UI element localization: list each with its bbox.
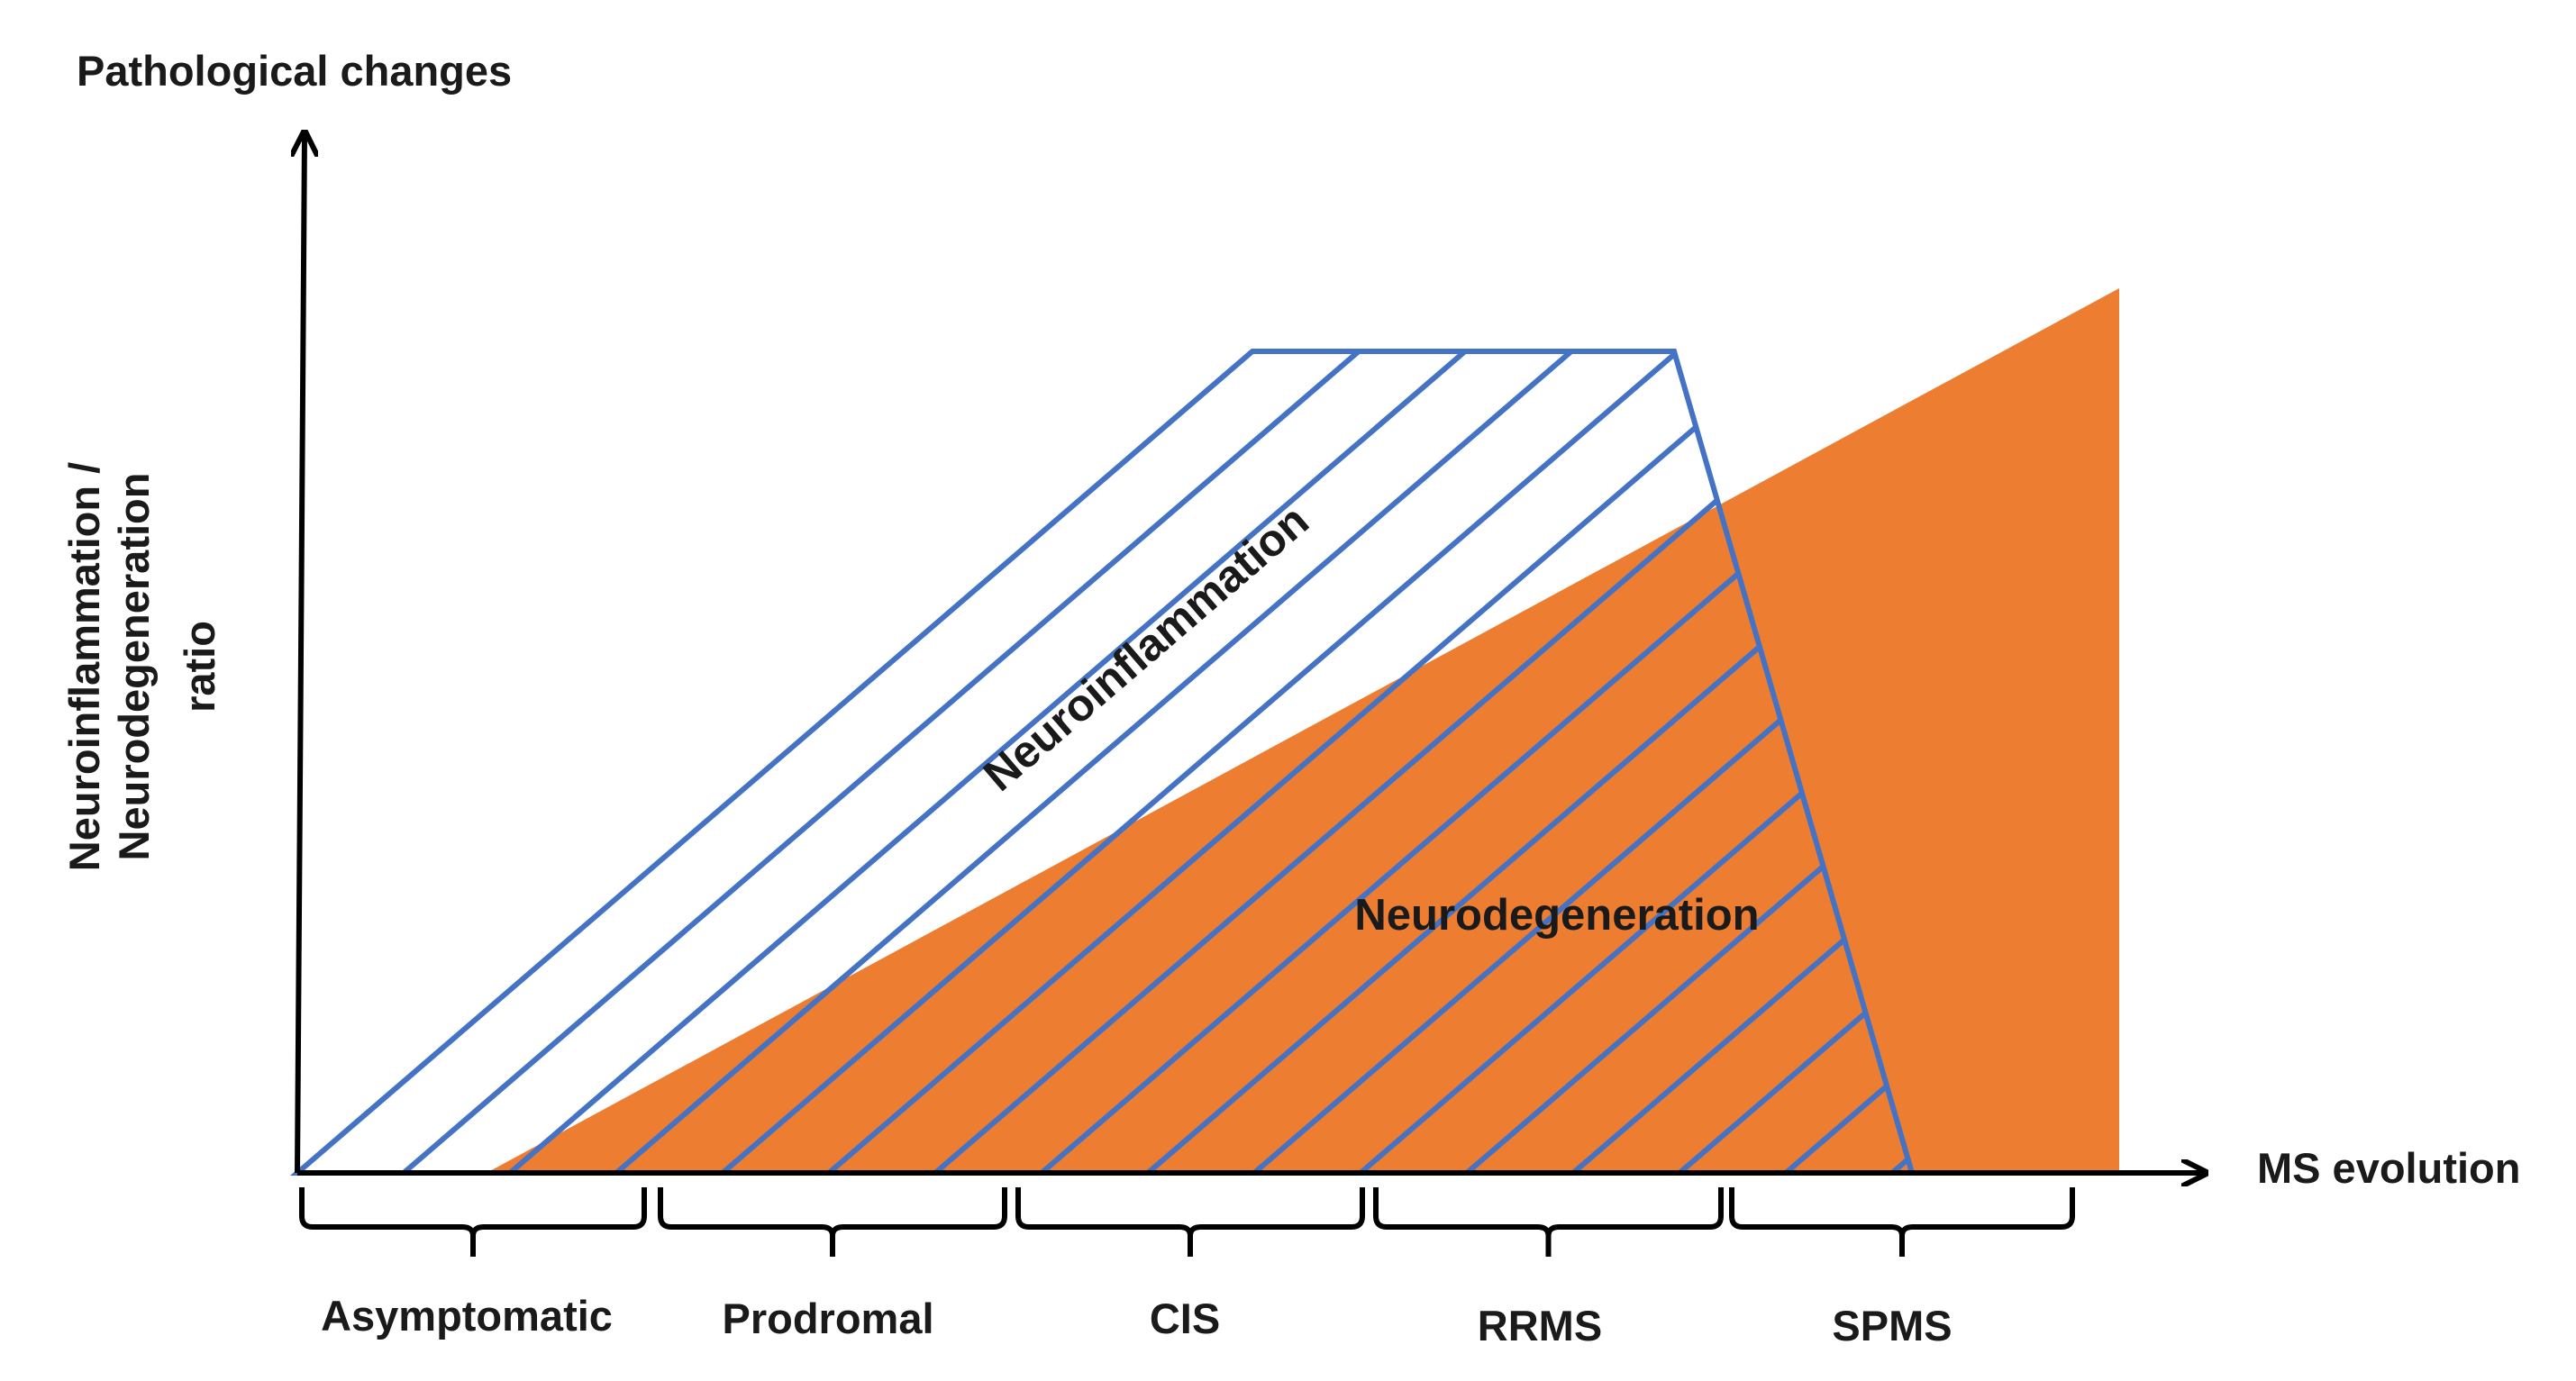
hatch-line xyxy=(402,351,1361,1173)
stage-label-rrms: RRMS xyxy=(1478,1302,1602,1349)
hatch-line xyxy=(508,351,1467,1173)
y-axis-title: Pathological changes xyxy=(77,47,512,95)
hatch-line xyxy=(1571,351,1912,1173)
stage-braces xyxy=(299,1187,2075,1257)
neurodegeneration-area xyxy=(487,288,2119,1173)
hatch-line xyxy=(1252,351,1912,1173)
stage-brace xyxy=(1373,1187,1724,1257)
stage-label-prodromal: Prodromal xyxy=(722,1295,933,1342)
y-axis-label-line-3: ratio xyxy=(176,621,223,713)
stage-label-spms: SPMS xyxy=(1832,1302,1952,1349)
stage-brace xyxy=(1015,1187,1365,1257)
stage-label-cis: CIS xyxy=(1150,1295,1220,1342)
y-axis xyxy=(297,135,305,1174)
stage-labels: Asymptomatic Prodromal CIS RRMS SPMS xyxy=(321,1292,1952,1349)
stage-label-asymptomatic: Asymptomatic xyxy=(321,1292,613,1340)
hatch-line xyxy=(827,351,1786,1173)
y-axis-label-line-2: Neurodegeneration xyxy=(110,473,158,861)
neurodegeneration-label: Neurodegeneration xyxy=(1354,891,1759,940)
hatch-line xyxy=(1465,351,1912,1173)
y-axis-label-line-1: Neuroinflammation / xyxy=(60,462,108,871)
hatch-line xyxy=(721,351,1679,1173)
x-axis-label: MS evolution xyxy=(2257,1144,2520,1192)
hatch-line xyxy=(1678,351,1912,1173)
stage-brace xyxy=(1729,1187,2075,1257)
hatch-line xyxy=(614,351,1573,1173)
hatch-line xyxy=(1146,351,1912,1173)
stage-brace xyxy=(299,1187,647,1257)
y-axis-label: Neuroinflammation / Neurodegeneration ra… xyxy=(60,462,223,871)
stage-brace xyxy=(658,1187,1007,1257)
